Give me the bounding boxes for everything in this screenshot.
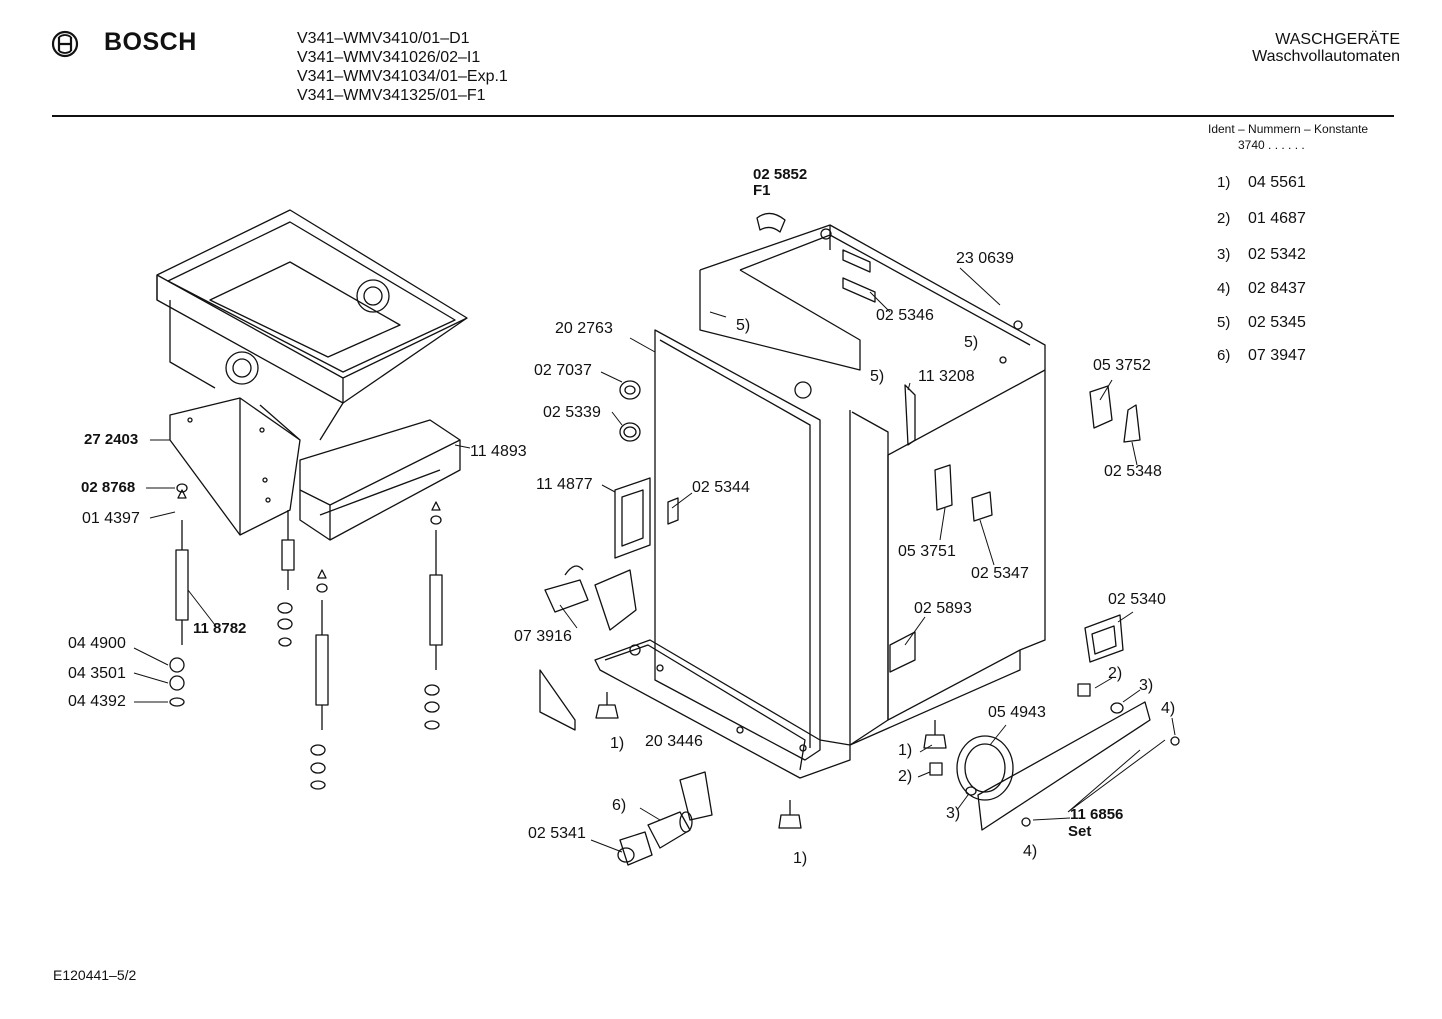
legend-item: 1)04 5561 xyxy=(1217,174,1306,191)
part-label: 02 5346 xyxy=(876,307,934,324)
part-label: 02 5339 xyxy=(543,404,601,421)
legend-item: 6)07 3947 xyxy=(1217,347,1306,364)
bracket-11-3208 xyxy=(904,384,916,446)
capacitor-6 xyxy=(647,811,693,849)
part-label: 02 5347 xyxy=(971,565,1029,582)
ref-label: 3) xyxy=(1139,677,1154,694)
part-label: 05 3752 xyxy=(1093,357,1151,374)
parts-legend: 1)04 5561 2)01 4687 3)02 5342 4)02 8437 … xyxy=(1217,174,1306,380)
part-label: 20 3446 xyxy=(645,733,703,750)
legend-item: 3)02 5342 xyxy=(1217,246,1306,263)
ref-label: 5) xyxy=(736,317,751,334)
cabinet-right-panel xyxy=(849,411,1021,746)
part-label: 02 5348 xyxy=(1104,463,1162,480)
part-label: 01 4397 xyxy=(82,510,140,527)
model-line: V341–WMV341026/02–I1 xyxy=(297,49,481,66)
ref-label: 3) xyxy=(946,805,961,822)
switch-05-3752 xyxy=(1089,385,1113,429)
door-seal-05-4943 xyxy=(956,735,1014,801)
shock-absorber-right xyxy=(424,501,443,730)
cabinet-side-panel-20-2763 xyxy=(654,329,821,761)
part-label: 05 3751 xyxy=(898,543,956,560)
bosch-logo xyxy=(50,29,80,64)
legend-item: 5)02 5345 xyxy=(1217,314,1306,331)
part-label: 11 3208 xyxy=(918,368,975,385)
ident-value: 3740 . . . . . . xyxy=(1238,138,1305,152)
ref-label: 1) xyxy=(898,742,913,759)
part-label: F1 xyxy=(753,182,771,199)
part-label: 11 8782 xyxy=(193,620,247,637)
switch-02-5347 xyxy=(971,491,993,522)
part-label: 02 7037 xyxy=(534,362,592,379)
part-label: 02 5341 xyxy=(528,825,586,842)
drawing-code: E120441–5/2 xyxy=(53,967,137,983)
part-label: 02 5344 xyxy=(692,479,750,496)
part-label: 07 3916 xyxy=(514,628,572,645)
ident-label: Ident – Nummern – Konstante xyxy=(1208,122,1369,136)
bosch-armature-icon xyxy=(51,30,79,58)
category-subtitle: Waschvollautomaten xyxy=(1252,48,1400,65)
ref-label: 4) xyxy=(1023,843,1038,860)
small-parts-right xyxy=(923,683,1180,827)
latch-02-5344 xyxy=(667,497,679,525)
part-label: 23 0639 xyxy=(956,250,1014,267)
part-label: 05 4943 xyxy=(988,704,1046,721)
model-line: V341–WMV3410/01–D1 xyxy=(297,30,470,47)
tub-tray-27-2403 xyxy=(156,209,468,536)
switch-07-3916 xyxy=(544,565,637,631)
model-line: V341–WMV341034/01–Exp.1 xyxy=(297,68,508,85)
grommet-02-7037 xyxy=(619,380,641,400)
part-label: 11 6856 xyxy=(1070,806,1124,823)
category-block: WASCHGERÄTE Waschvollautomaten xyxy=(1252,31,1400,65)
part-label: 11 4877 xyxy=(536,476,593,493)
motor-bracket xyxy=(679,771,713,821)
part-label: 04 4392 xyxy=(68,693,126,710)
header-rule xyxy=(52,115,1394,117)
part-label: 20 2763 xyxy=(555,320,613,337)
brand-name: BOSCH xyxy=(104,28,197,56)
legend-item: 4)02 8437 xyxy=(1217,280,1306,297)
part-label: 02 5340 xyxy=(1108,591,1166,608)
part-label: 02 5852 xyxy=(753,166,808,183)
legend-item: 2)01 4687 xyxy=(1217,210,1306,227)
shock-absorber-left xyxy=(169,483,189,707)
foot-1-left xyxy=(595,692,619,719)
clip-02-5852 xyxy=(756,212,786,233)
part-label: 11 4893 xyxy=(470,443,527,460)
part-label: Set xyxy=(1068,823,1092,840)
cabinet-frame-23-0639 xyxy=(699,224,1046,746)
panel-11-6856 xyxy=(977,701,1151,831)
switch-05-3751 xyxy=(934,464,953,511)
cabinet-base-20-3446 xyxy=(594,639,851,779)
ref-label: 2) xyxy=(898,768,913,785)
model-line: V341–WMV341325/01–F1 xyxy=(297,87,486,104)
part-label: 27 2403 xyxy=(84,431,139,448)
bracket-lower-left xyxy=(539,669,576,731)
lock-02-5893 xyxy=(889,631,916,673)
ref-label: 6) xyxy=(612,797,627,814)
ref-label: 1) xyxy=(793,850,808,867)
ref-label: 1) xyxy=(610,735,625,752)
clip-02-5348 xyxy=(1123,404,1141,443)
part-label: 04 3501 xyxy=(68,665,126,682)
ref-label: 2) xyxy=(1108,665,1123,682)
ref-label: 5) xyxy=(870,368,885,385)
handle-11-4877 xyxy=(614,477,651,559)
category-title: WASCHGERÄTE xyxy=(1275,31,1400,48)
part-label: 04 4900 xyxy=(68,635,126,652)
part-label: 02 5893 xyxy=(914,600,972,617)
grommet-02-5339 xyxy=(619,422,641,442)
shock-absorber-center-left xyxy=(277,510,329,790)
support-bracket-11-4893 xyxy=(299,419,461,541)
model-list: V341–WMV3410/01–D1 V341–WMV341026/02–I1 … xyxy=(297,29,508,105)
leader-lines xyxy=(133,267,1176,853)
ref-label: 4) xyxy=(1161,700,1176,717)
handle-02-5340 xyxy=(1084,614,1124,663)
capacitor-02-5341 xyxy=(617,831,653,866)
ref-label: 5) xyxy=(964,334,979,351)
part-label: 02 8768 xyxy=(81,479,136,496)
foot-1-center xyxy=(778,800,802,829)
